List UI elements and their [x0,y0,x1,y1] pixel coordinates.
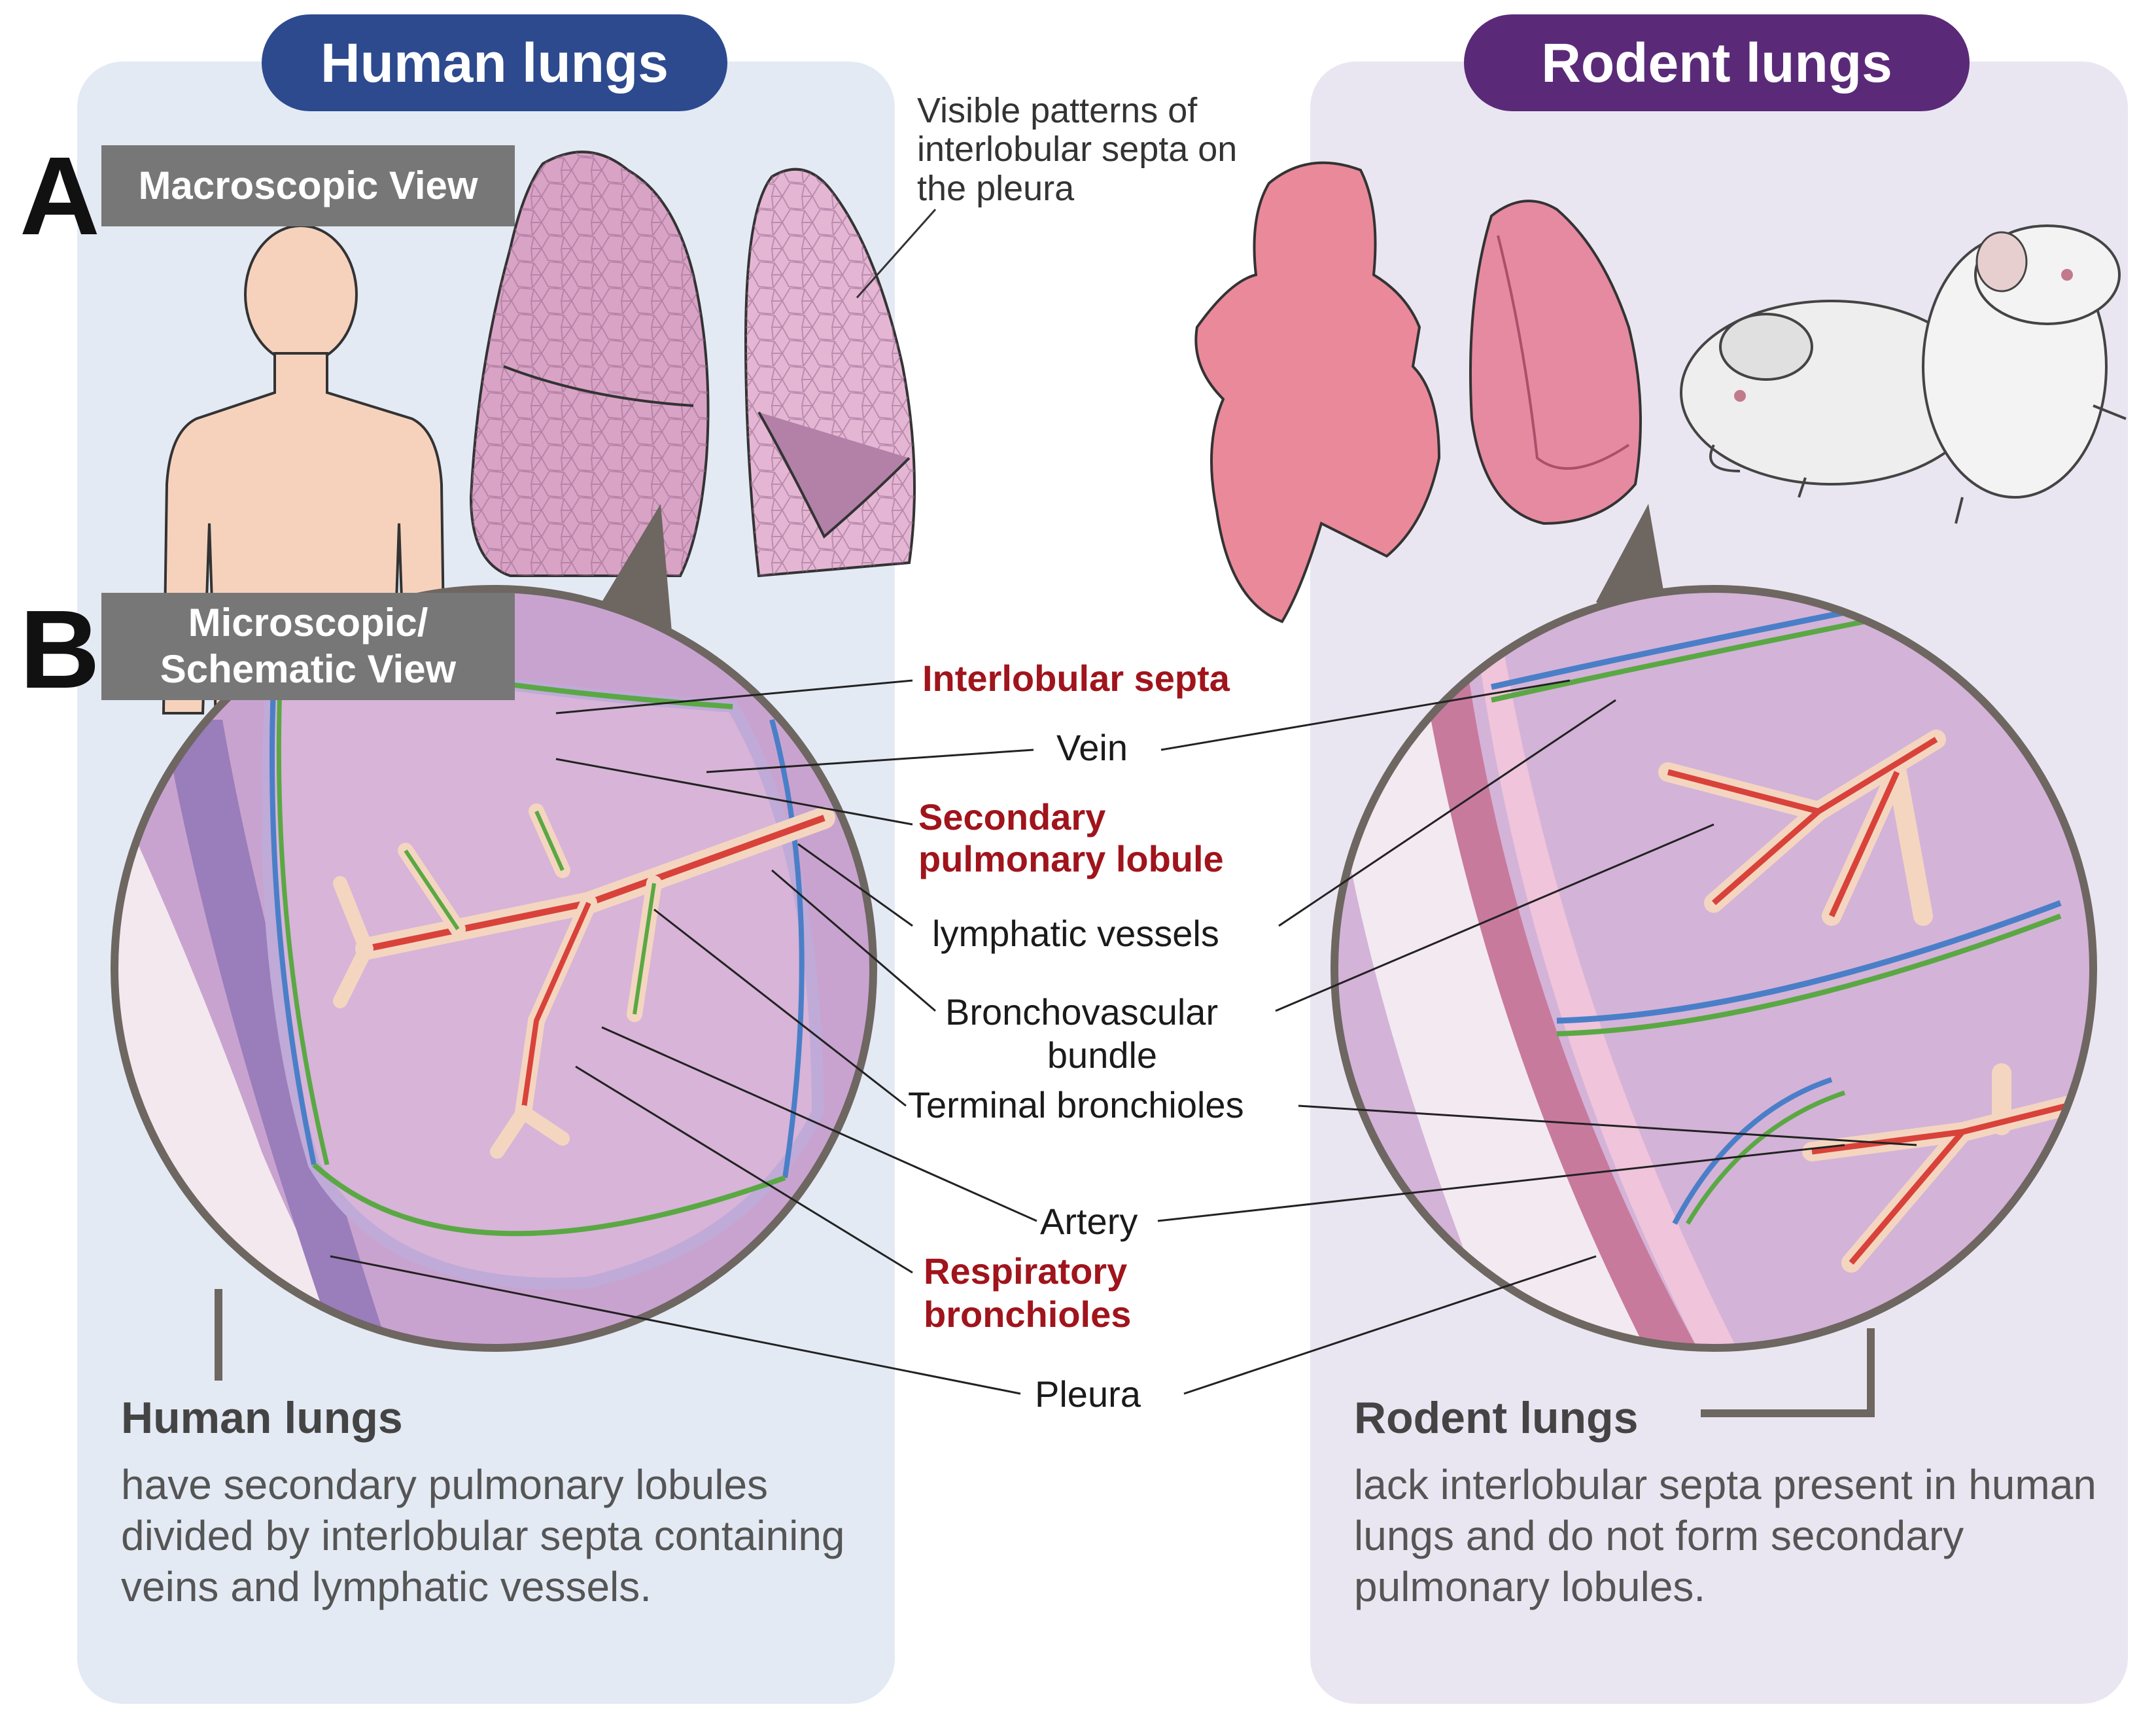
schematic-view-label-line2: Schematic View [160,647,457,691]
rodent-circle-border [1330,585,2097,1352]
mice-illustration [1680,224,2127,524]
label-pleura: Pleura [1035,1373,1141,1415]
label-interlobular-septa: Interlobular septa [922,658,1230,699]
human-circle-border [111,585,877,1352]
label-respiratory-2: bronchioles [924,1294,1132,1335]
human-lungs [469,150,916,578]
label-respiratory-1: Respiratory [924,1250,1128,1292]
label-bronchovascular-1: Bronchovascular [945,991,1219,1033]
rodent-lungs-header: Rodent lungs [1464,14,1970,111]
leader-lines [330,679,1917,1395]
pleura-pattern-note: Visible patterns of interlobular septa o… [917,91,1238,208]
human-description-body: have secondary pulmonary lobules divided… [121,1461,845,1611]
macroscopic-view-label: Macroscopic View [101,145,515,226]
label-bronchovascular-2: bundle [1047,1034,1158,1076]
schematic-view-label: Microscopic/ Schematic View [101,593,515,700]
label-secondary-lobule-2: pulmonary lobule [918,838,1224,879]
label-terminal-bronchioles: Terminal bronchioles [908,1084,1244,1125]
label-lymphatic-vessels: lymphatic vessels [932,913,1219,954]
rodent-lungs [1194,161,1642,624]
rodent-description-title: Rodent lungs [1354,1393,1639,1443]
rodent-description-body: lack interlobular septa present in human… [1354,1461,2096,1611]
rodent-microscopic-circle [1334,589,2093,1348]
human-lungs-header: Human lungs [262,14,727,111]
section-b-letter: B [20,588,100,712]
human-description-title: Human lungs [121,1393,403,1443]
label-secondary-lobule-1: Secondary [918,796,1106,838]
label-artery: Artery [1040,1201,1138,1242]
schematic-view-label-line1: Microscopic/ [188,601,428,645]
section-a-letter: A [20,134,100,258]
label-vein: Vein [1056,727,1128,768]
